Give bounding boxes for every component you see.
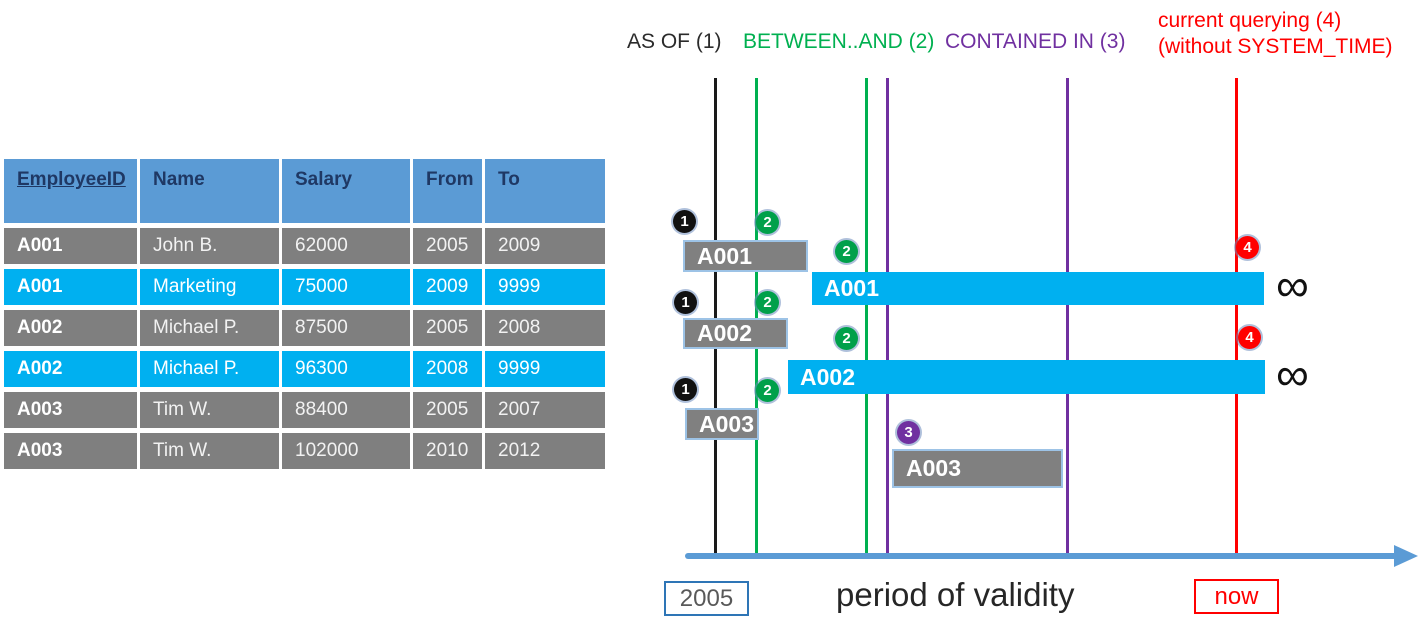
column-header-label: To: [498, 169, 520, 190]
cell-salary: 87500: [282, 310, 410, 346]
badge-as-of: 1: [674, 291, 697, 314]
as-of-line: [714, 78, 717, 557]
contained-start-line: [886, 78, 889, 557]
badge-between: 2: [756, 211, 779, 234]
column-header-from: From: [413, 159, 482, 223]
cell-employeeid: A003: [4, 433, 137, 469]
badge-between: 2: [756, 291, 779, 314]
legend-contained-in: CONTAINED IN (3): [945, 30, 1126, 53]
cell-name: Tim W.: [140, 433, 279, 469]
legend-between-and: BETWEEN..AND (2): [743, 30, 935, 53]
validity-bar-a001-history: A001: [683, 240, 808, 272]
axis-title: period of validity: [836, 576, 1075, 613]
cell-to: 9999: [485, 269, 605, 305]
employee-table: EmployeeID Name Salary From To A001 John…: [4, 159, 605, 469]
cell-from: 2008: [413, 351, 482, 387]
now-line: [1235, 78, 1238, 557]
cell-to: 2007: [485, 392, 605, 428]
cell-salary: 102000: [282, 433, 410, 469]
axis-start-year-box: 2005: [664, 581, 749, 616]
badge-between: 2: [835, 240, 858, 263]
cell-from: 2005: [413, 310, 482, 346]
cell-to: 2008: [485, 310, 605, 346]
column-header-to: To: [485, 159, 605, 223]
infinity-icon: ∞: [1276, 348, 1309, 400]
validity-bar-a002-current: A002: [788, 360, 1265, 394]
time-axis: [685, 553, 1397, 559]
column-header-salary: Salary: [282, 159, 410, 223]
cell-employeeid: A002: [4, 310, 137, 346]
legend-current-line1: current querying (4): [1158, 9, 1342, 32]
legend-as-of: AS OF (1): [627, 30, 722, 53]
cell-name: Marketing: [140, 269, 279, 305]
cell-salary: 62000: [282, 228, 410, 264]
badge-contained-in: 3: [897, 421, 920, 444]
cell-from: 2005: [413, 392, 482, 428]
cell-from: 2010: [413, 433, 482, 469]
time-axis-arrowhead-icon: [1394, 545, 1418, 567]
legend-current-line2: (without SYSTEM_TIME): [1158, 35, 1393, 58]
axis-now-box: now: [1194, 579, 1279, 614]
between-end-line: [865, 78, 868, 557]
validity-bar-a003-history2: A003: [892, 449, 1063, 488]
cell-name: John B.: [140, 228, 279, 264]
badge-current: 4: [1238, 326, 1261, 349]
column-header-name: Name: [140, 159, 279, 223]
column-header-label: EmployeeID: [17, 169, 126, 190]
cell-name: Tim W.: [140, 392, 279, 428]
validity-bar-a001-current: A001: [812, 272, 1264, 305]
cell-to: 9999: [485, 351, 605, 387]
badge-as-of: 1: [674, 378, 697, 401]
cell-to: 2012: [485, 433, 605, 469]
column-header-label: Name: [153, 169, 205, 190]
column-header-employeeid: EmployeeID: [4, 159, 137, 223]
badge-between: 2: [835, 327, 858, 350]
column-header-label: Salary: [295, 169, 353, 190]
cell-name: Michael P.: [140, 310, 279, 346]
infinity-icon: ∞: [1276, 259, 1309, 311]
legend-current-querying: current querying (4) (without SYSTEM_TIM…: [1158, 8, 1393, 60]
between-start-line: [755, 78, 758, 557]
cell-from: 2005: [413, 228, 482, 264]
cell-salary: 75000: [282, 269, 410, 305]
cell-employeeid: A003: [4, 392, 137, 428]
column-header-label: From: [426, 169, 474, 190]
cell-employeeid: A001: [4, 269, 137, 305]
cell-from: 2009: [413, 269, 482, 305]
validity-bar-a003-history1: A003: [685, 408, 759, 440]
badge-between: 2: [756, 379, 779, 402]
cell-to: 2009: [485, 228, 605, 264]
cell-name: Michael P.: [140, 351, 279, 387]
validity-bar-a002-history: A002: [683, 318, 788, 349]
contained-end-line: [1066, 78, 1069, 557]
cell-employeeid: A001: [4, 228, 137, 264]
cell-salary: 88400: [282, 392, 410, 428]
badge-as-of: 1: [673, 210, 696, 233]
cell-employeeid: A002: [4, 351, 137, 387]
badge-current: 4: [1236, 236, 1259, 259]
cell-salary: 96300: [282, 351, 410, 387]
